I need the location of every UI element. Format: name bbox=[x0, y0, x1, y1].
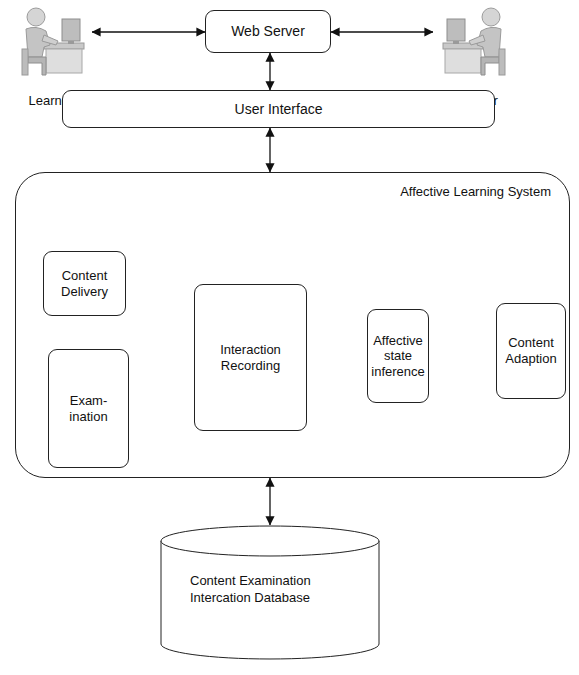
module-box: Affective state inference bbox=[367, 309, 429, 403]
connector-arrow bbox=[269, 128, 270, 172]
node-label: Web Server bbox=[231, 23, 305, 40]
connector-arrow bbox=[269, 53, 270, 90]
node-label: Content Examination Intercation Database bbox=[190, 573, 340, 607]
node-label: Interaction Recording bbox=[199, 342, 302, 373]
module-box: Content Delivery bbox=[43, 251, 126, 316]
node-label: Affective state inference bbox=[371, 333, 424, 380]
module-box: Content Adaption bbox=[496, 303, 566, 399]
database-cylinder: Content Examination Intercation Database bbox=[160, 525, 380, 660]
node-label: User Interface bbox=[235, 101, 323, 118]
node-label: Exam- ination bbox=[53, 393, 124, 424]
server-box: Web Server bbox=[205, 10, 331, 53]
module-box: Interaction Recording bbox=[194, 284, 307, 431]
interface-box: User Interface bbox=[62, 90, 495, 128]
connector-arrow bbox=[92, 31, 205, 32]
connector-arrow bbox=[331, 31, 433, 32]
node-label: Content Adaption bbox=[501, 335, 561, 366]
system-region: Affective Learning SystemContent Deliver… bbox=[15, 172, 570, 478]
module-box: Exam- ination bbox=[48, 349, 129, 468]
learner-icon bbox=[16, 5, 86, 79]
region-heading: Affective Learning System bbox=[400, 184, 551, 199]
connector-arrow bbox=[269, 478, 270, 525]
node-label: Content Delivery bbox=[48, 268, 121, 299]
learner-icon bbox=[441, 5, 511, 79]
